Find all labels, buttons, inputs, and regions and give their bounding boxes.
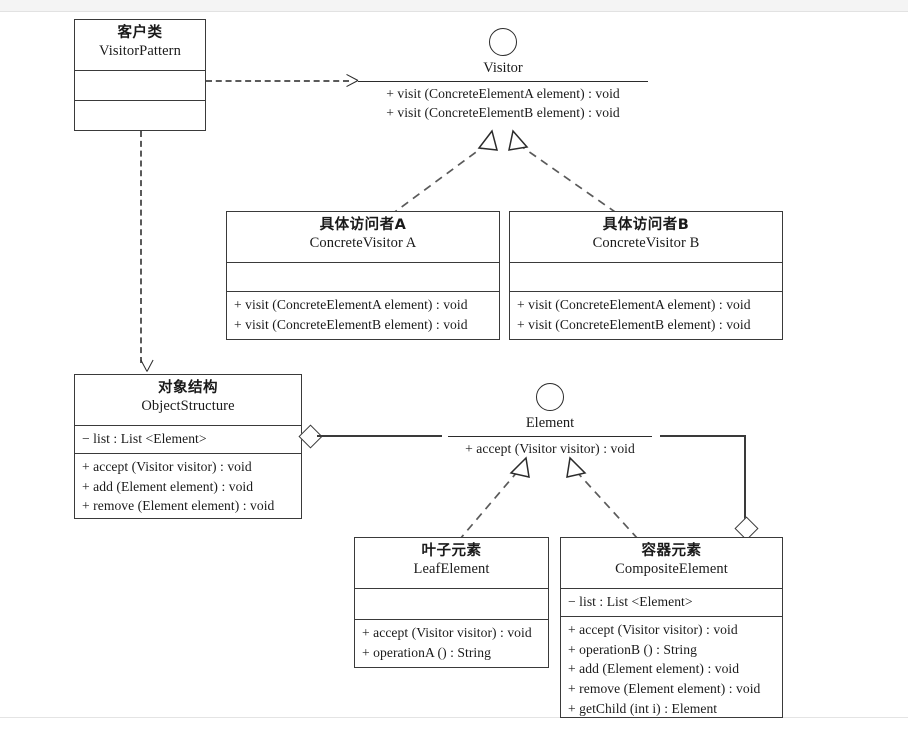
realization-leafelement-element (459, 456, 530, 540)
interface-element-method: + accept (Visitor visitor) : void (465, 440, 635, 456)
class-visitor-pattern[interactable]: 客户类 VisitorPattern (74, 19, 206, 131)
class-concrete-visitor-b-name: 具体访问者B ConcreteVisitor B (510, 212, 782, 263)
class-object-structure-name-cn: 对象结构 (158, 380, 218, 396)
interface-element[interactable]: Element + accept (Visitor visitor) : voi… (448, 383, 652, 458)
interface-element-rule (448, 435, 652, 437)
class-concrete-visitor-b[interactable]: 具体访问者B ConcreteVisitor B + visit (Concre… (509, 211, 783, 340)
class-concrete-visitor-a-attributes (227, 263, 499, 292)
interface-visitor-methods: + visit (ConcreteElementA element) : voi… (358, 82, 648, 123)
class-composite-element-name-en: CompositeElement (615, 560, 728, 577)
class-visitor-pattern-attributes (75, 71, 205, 101)
class-concrete-visitor-a-name: 具体访问者A ConcreteVisitor A (227, 212, 499, 263)
class-method: + visit (ConcreteElementB element) : voi… (517, 316, 751, 332)
class-method: + operationB () : String (568, 641, 697, 657)
class-composite-element-name: 容器元素 CompositeElement (561, 538, 782, 589)
class-visitor-pattern-name-en: VisitorPattern (99, 42, 181, 59)
class-attribute: − list : List <Element> (82, 431, 207, 446)
interface-circle-icon (536, 383, 564, 411)
class-visitor-pattern-name-cn: 客户类 (117, 25, 163, 41)
class-method: + visit (ConcreteElementA element) : voi… (234, 297, 468, 312)
interface-visitor[interactable]: Visitor + visit (ConcreteElementA elemen… (358, 28, 648, 123)
class-method: + accept (Visitor visitor) : void (568, 622, 738, 637)
class-concrete-visitor-b-methods: + visit (ConcreteElementA element) : voi… (510, 292, 782, 337)
class-method: + getChild (int i) : Element (568, 700, 718, 716)
dependency-line-visitorpattern-visitor (206, 80, 349, 82)
class-leaf-element-name-cn: 叶子元素 (421, 543, 482, 559)
class-leaf-element-name: 叶子元素 LeafElement (355, 538, 548, 589)
class-method: + add (Element element) : void (568, 661, 740, 677)
class-object-structure-attributes: − list : List <Element> (75, 426, 301, 454)
class-leaf-element-methods: + accept (Visitor visitor) : void + oper… (355, 620, 548, 665)
class-leaf-element-name-en: LeafElement (413, 560, 490, 577)
class-composite-element-attributes: − list : List <Element> (561, 589, 782, 617)
aggregation-line-element-composite-vertical (744, 435, 746, 522)
class-concrete-visitor-b-attributes (510, 263, 782, 292)
class-concrete-visitor-b-name-en: ConcreteVisitor B (592, 234, 700, 251)
class-concrete-visitor-a-methods: + visit (ConcreteElementA element) : voi… (227, 292, 499, 337)
class-method: + operationA () : String (362, 644, 491, 660)
class-method: + remove (Element element) : void (568, 681, 761, 697)
interface-element-name: Element (525, 415, 575, 431)
interface-visitor-name: Visitor (483, 60, 523, 76)
bottom-rule (0, 717, 908, 718)
class-concrete-visitor-a[interactable]: 具体访问者A ConcreteVisitor A + visit (Concre… (226, 211, 500, 340)
class-method: + remove (Element element) : void (82, 498, 275, 514)
realization-concretevisitorb-visitor (508, 129, 619, 215)
class-visitor-pattern-methods (75, 101, 205, 131)
interface-circle-icon (489, 28, 517, 56)
class-concrete-visitor-a-name-en: ConcreteVisitor A (309, 234, 417, 251)
interface-visitor-method: + visit (ConcreteElementA element) : voi… (386, 85, 620, 101)
class-visitor-pattern-name: 客户类 VisitorPattern (75, 20, 205, 71)
class-object-structure-name-en: ObjectStructure (141, 397, 235, 414)
aggregation-line-objectstructure-element (317, 435, 442, 437)
top-band (0, 0, 908, 12)
class-leaf-element[interactable]: 叶子元素 LeafElement + accept (Visitor visit… (354, 537, 549, 668)
class-leaf-element-attributes (355, 589, 548, 620)
interface-visitor-rule (358, 80, 648, 82)
realization-concretevisitora-visitor (391, 129, 499, 215)
class-object-structure-name: 对象结构 ObjectStructure (75, 375, 301, 426)
class-method: + accept (Visitor visitor) : void (82, 459, 252, 474)
class-concrete-visitor-a-name-cn: 具体访问者A (319, 217, 407, 233)
class-composite-element-methods: + accept (Visitor visitor) : void + oper… (561, 617, 782, 722)
class-composite-element[interactable]: 容器元素 CompositeElement − list : List <Ele… (560, 537, 783, 718)
class-composite-element-name-cn: 容器元素 (641, 543, 702, 559)
class-method: + visit (ConcreteElementA element) : voi… (517, 297, 751, 312)
class-method: + add (Element element) : void (82, 478, 254, 494)
class-attribute: − list : List <Element> (568, 594, 693, 609)
class-method: + visit (ConcreteElementB element) : voi… (234, 316, 468, 332)
interface-visitor-method: + visit (ConcreteElementB element) : voi… (386, 105, 620, 121)
class-concrete-visitor-b-name-cn: 具体访问者B (602, 217, 690, 233)
realization-compositeelement-element (566, 456, 639, 540)
class-object-structure-methods: + accept (Visitor visitor) : void + add … (75, 454, 301, 519)
dependency-line-visitorpattern-objectstructure (140, 131, 142, 363)
class-object-structure[interactable]: 对象结构 ObjectStructure − list : List <Elem… (74, 374, 302, 519)
class-method: + accept (Visitor visitor) : void (362, 625, 532, 640)
aggregation-line-element-composite-horizontal (660, 435, 746, 437)
interface-element-methods: + accept (Visitor visitor) : void (448, 437, 652, 459)
